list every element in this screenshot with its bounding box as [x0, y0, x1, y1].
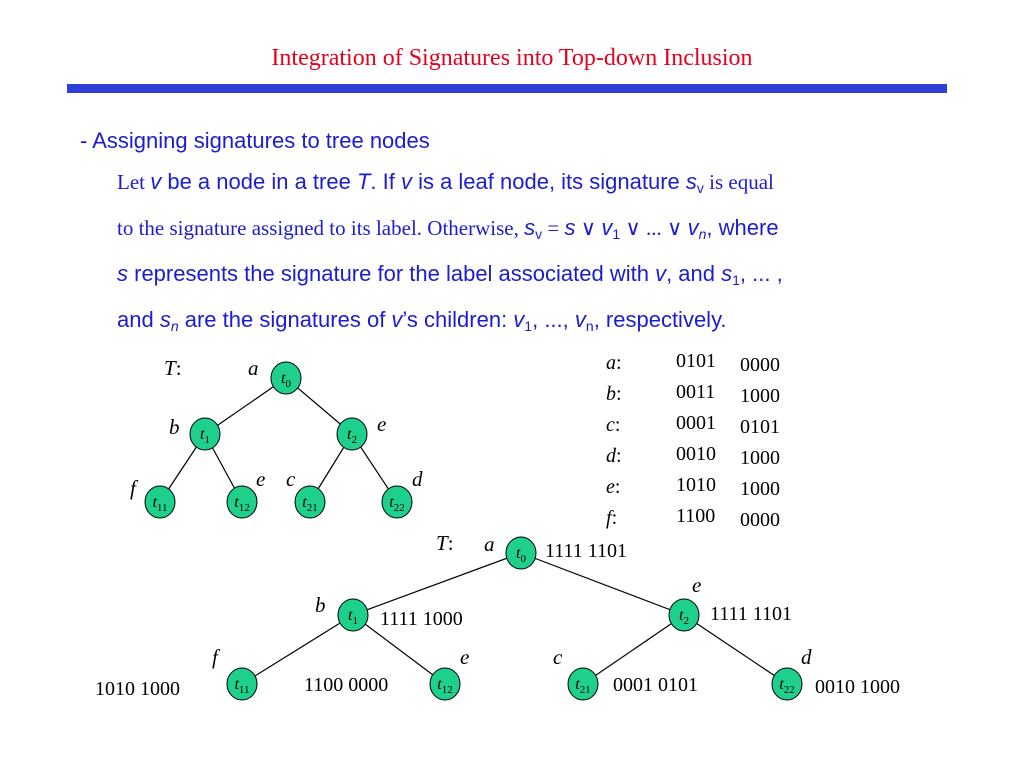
- large-tag-t12: e: [460, 645, 469, 669]
- sig-label-e: e:: [606, 476, 621, 498]
- large-node-label-t22: t22: [779, 676, 794, 696]
- large-node-label-t2: t2: [679, 607, 689, 627]
- large-node-t21: [567, 667, 599, 701]
- large-node-t2: [668, 598, 700, 632]
- sig-low-d: 1000: [740, 447, 780, 469]
- small-node-t2: [336, 417, 368, 451]
- sig-label-d: d:: [606, 445, 622, 467]
- sig-low-b: 1000: [740, 385, 780, 407]
- text-line-2: to the signature assigned to its label. …: [117, 215, 779, 242]
- small-node-t21: [294, 485, 326, 519]
- large-tag-t1: b: [315, 593, 326, 617]
- large-tag-t0: a: [484, 532, 495, 556]
- large-node-t0: [505, 536, 537, 570]
- large-node-t12: [429, 667, 461, 701]
- small-node-label-t22: t22: [389, 494, 404, 514]
- sig-label-c: c:: [606, 414, 621, 436]
- small-node-label-t2: t2: [347, 426, 357, 446]
- sig-high-a: 0101: [676, 350, 716, 372]
- sig-low-c: 0101: [740, 416, 780, 438]
- small-node-label-t1: t1: [200, 426, 210, 446]
- large-node-t11: [226, 667, 258, 701]
- small-node-label-t0: t0: [281, 370, 291, 390]
- title-rule: [67, 84, 947, 93]
- large-edge-t0-t1: [352, 552, 522, 616]
- sig-high-f: 1100: [676, 505, 716, 527]
- large-node-label-t21: t21: [575, 676, 590, 696]
- large-edge-t2-t22: [683, 614, 788, 685]
- large-signature-t0: 1111 1101: [545, 540, 627, 562]
- sig-label-a: a:: [606, 352, 622, 374]
- sig-low-a: 0000: [740, 354, 780, 376]
- sig-high-b: 0011: [676, 381, 716, 403]
- large-signature-t2: 1111 1101: [710, 603, 792, 625]
- small-node-label-t11: t11: [152, 494, 167, 514]
- slide-title: Integration of Signatures into Top-down …: [271, 45, 753, 71]
- large-signature-t11: 1010 1000: [95, 678, 180, 700]
- small-node-label-t21: t21: [302, 494, 317, 514]
- large-edge-t0-t2: [520, 552, 685, 616]
- small-node-t11: [144, 485, 176, 519]
- text-line-1: Let v be a node in a tree T. If v is a l…: [117, 169, 774, 196]
- sig-label-f: f:: [606, 507, 618, 529]
- large-signature-t1: 1111 1000: [380, 608, 463, 630]
- small-node-label-t12: t12: [234, 494, 249, 514]
- large-node-t1: [337, 598, 369, 632]
- small-node-t0: [270, 361, 302, 395]
- small-node-t12: [226, 485, 258, 519]
- large-tag-t22: d: [801, 645, 812, 669]
- large-node-label-t1: t1: [348, 607, 358, 627]
- text-line-3: s represents the signature for the label…: [117, 261, 783, 288]
- small-tag-t22: d: [412, 467, 423, 491]
- sig-high-d: 0010: [676, 443, 716, 465]
- large-node-t22: [771, 667, 803, 701]
- small-tag-t21: c: [286, 467, 296, 491]
- large-signature-t21: 0001 0101: [613, 674, 698, 696]
- large-edge-t1-t11: [241, 614, 354, 685]
- large-signature-t22: 0010 1000: [815, 676, 900, 698]
- large-node-label-t0: t0: [516, 545, 526, 565]
- large-tag-t11: f: [212, 645, 221, 669]
- large-node-label-t11: t11: [234, 676, 249, 696]
- large-edge-t2-t21: [582, 614, 685, 685]
- large-node-label-t12: t12: [437, 676, 452, 696]
- sig-low-f: 0000: [740, 509, 780, 531]
- large-signature-t12: 1100 0000: [304, 674, 388, 696]
- sig-low-e: 1000: [740, 478, 780, 500]
- sig-high-e: 1010: [676, 474, 716, 496]
- small-tag-t0: a: [248, 356, 259, 380]
- small-node-t22: [381, 485, 413, 519]
- small-tag-t2: e: [377, 412, 386, 436]
- large-tag-t2: e: [692, 573, 701, 597]
- bullet-heading: - Assigning signatures to tree nodes: [80, 128, 430, 153]
- large-tag-t21: c: [553, 645, 563, 669]
- small-edge-t0-t1: [204, 377, 287, 435]
- small-tree-name: T:: [164, 356, 182, 380]
- small-tag-t11: f: [130, 476, 139, 500]
- small-tag-t12: e: [256, 467, 265, 491]
- text-line-4: and sn are the signatures of v’s childre…: [117, 307, 727, 334]
- large-edge-t1-t12: [352, 614, 446, 685]
- small-tag-t1: b: [169, 415, 180, 439]
- sig-label-b: b:: [606, 383, 622, 405]
- sig-high-c: 0001: [676, 412, 716, 434]
- large-tree-name: T:: [436, 531, 454, 555]
- small-node-t1: [189, 417, 221, 451]
